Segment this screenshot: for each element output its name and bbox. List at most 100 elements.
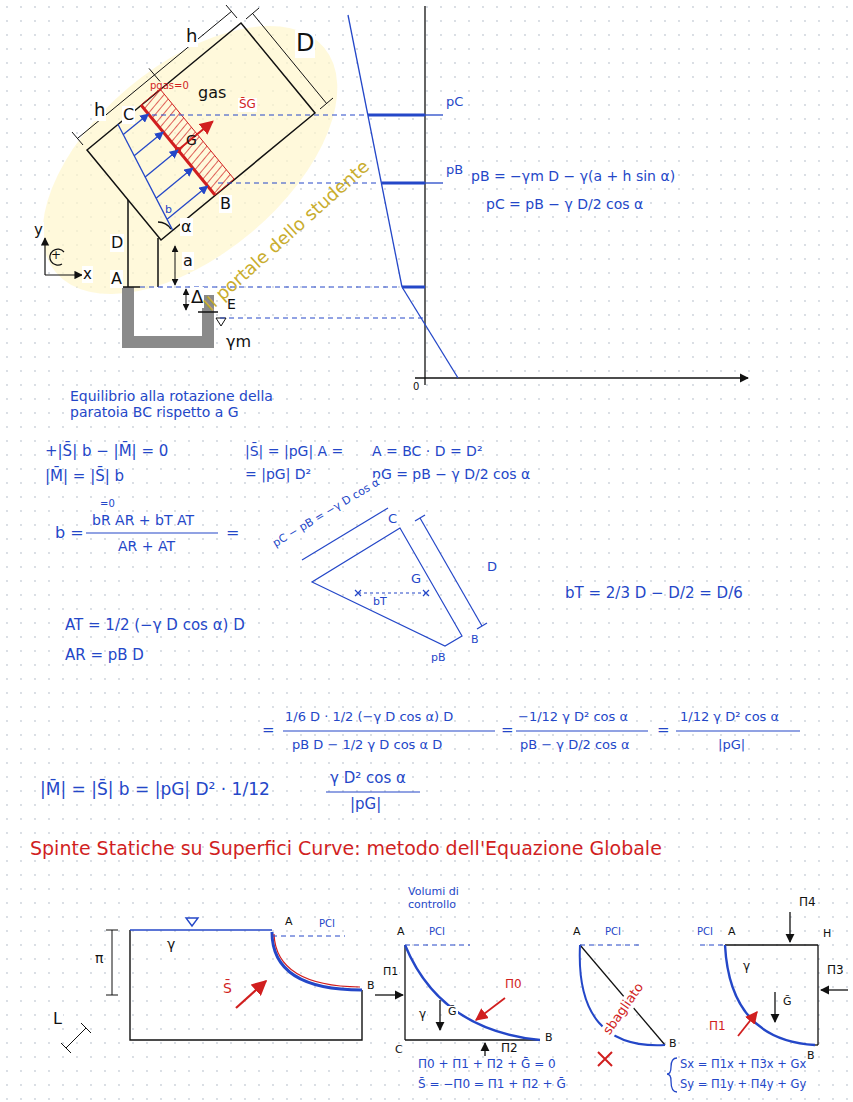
axes-symbol: [45, 238, 82, 275]
note-text: = |pG| D²: [245, 466, 311, 482]
note-text: gas: [198, 84, 226, 102]
pressure-diagram: [152, 115, 366, 116]
note-text: γ: [418, 1008, 427, 1022]
pressure-diagram: [140, 287, 400, 288]
control-volume: [439, 1000, 440, 1030]
curved-tank: [81, 1023, 91, 1033]
control-volume: [774, 992, 775, 1022]
watermark: Il portale dello studente: [200, 156, 374, 315]
curved-tank: [61, 918, 362, 1053]
dimension-lines: [253, 14, 327, 104]
pressure-diagram: [348, 15, 402, 287]
control-volume: [476, 998, 505, 1020]
note-text: B: [219, 195, 232, 213]
note-text: =: [226, 524, 239, 542]
note-text: Spinte Statiche su Superfici Curve: meto…: [30, 838, 662, 860]
dimension-lines: [72, 5, 333, 145]
control-volume: [815, 1044, 818, 1045]
pressure-diagram: [368, 114, 425, 117]
pressure-diagram: [415, 377, 748, 378]
note-text: A: [284, 916, 294, 929]
control-volume: [405, 945, 540, 1040]
control-volume: [725, 945, 815, 1045]
note-text: −1/12 γ D² cos α: [518, 710, 628, 725]
note-text: Sx = Π̄1x + Π̄3x + Gx: [680, 1058, 806, 1071]
note-text: =0: [100, 498, 115, 510]
dimension-lines: [320, 98, 333, 109]
note-text: Π̄2: [500, 1042, 519, 1056]
watermark-blob: [0, 0, 385, 345]
note-text: B: [470, 634, 480, 647]
note-text: S̄G: [238, 98, 257, 112]
trapezoid-sketch: [312, 528, 462, 646]
note-text: pC − pB = −γ D cos α: [270, 476, 383, 551]
pressure-arrows: [156, 168, 193, 198]
note-text: Π̄1: [382, 966, 399, 979]
note-text: pB: [445, 163, 464, 178]
note-text: +|S̄| b − |M̄| = 0: [45, 443, 168, 460]
note-text: π: [94, 950, 104, 966]
control-volume: [404, 945, 405, 1040]
control-volume-wrong: [580, 945, 665, 1045]
note-text: PCI: [318, 918, 336, 930]
control-volume: [700, 912, 848, 1045]
note-text: =: [501, 722, 514, 739]
note-text: Π̄0: [504, 978, 523, 992]
pressure-arrows: [118, 114, 208, 230]
note-text: +: [51, 249, 61, 263]
pressure-diagram: [402, 287, 458, 378]
note-text: h: [185, 26, 198, 47]
note-text: pC = pB − γ D/2 cos α: [485, 196, 644, 212]
dimension-lines: [246, 8, 259, 19]
note-text: b: [165, 204, 172, 217]
note-text: S̄: [222, 980, 233, 996]
axes-symbol: [45, 274, 82, 275]
note-text: A: [572, 926, 582, 939]
note-text: A = BC · D = D²: [372, 443, 483, 459]
note-text: bR AR + bT AT: [92, 512, 194, 528]
note-text: PCI: [428, 926, 446, 938]
note-text: =: [657, 722, 670, 739]
note-text: Ḡ: [447, 1006, 458, 1019]
note-text: C: [122, 106, 135, 124]
pressure-arrows: [145, 150, 178, 177]
trapezoid-sketch: [302, 508, 487, 646]
note-text: |S̄| = |pG| A =: [245, 443, 343, 459]
note-text: 1/6 D · 1/2 (−γ D cos α) D: [285, 710, 453, 725]
note-text: B: [366, 980, 376, 993]
note-text: D: [295, 30, 315, 58]
note-text: Sy = Π̄1y + Π̄4y + Gy: [680, 1078, 806, 1091]
note-text: H: [822, 928, 832, 941]
note-text: |pG|: [718, 738, 745, 753]
pressure-diagram: [425, 114, 443, 115]
note-text: C: [394, 1044, 404, 1057]
note-text: Π̄0 + Π̄1 + Π̄2 + Ḡ = 0: [418, 1058, 556, 1072]
note-text: C: [387, 512, 398, 527]
note-text: 1/12 γ D² cos α: [680, 710, 779, 725]
pressure-arrows: [167, 186, 208, 219]
control-volume-wrong: [580, 945, 665, 1045]
note-text: γ D² cos α: [330, 770, 406, 787]
fraction-bars: [676, 730, 800, 731]
fraction-bars: [326, 791, 420, 792]
note-text: A: [727, 926, 737, 939]
control-volume: [738, 1012, 757, 1036]
curved-tank: [272, 936, 345, 937]
control-volume: [700, 945, 725, 946]
note-text: Equilibrio alla rotazione della paratoia…: [70, 388, 300, 420]
pressure-arrows: [134, 132, 163, 156]
control-volume-wrong: [580, 945, 640, 946]
tank-figure: [127, 200, 129, 287]
curved-tank: [130, 929, 272, 930]
pressure-arrows: [118, 124, 173, 230]
note-text: pB: [430, 652, 447, 665]
curved-tank: [272, 932, 362, 990]
note-text: pG = pB − γ D/2 cos α: [372, 466, 530, 482]
note-text: B: [544, 1032, 554, 1045]
curved-tank: [61, 1043, 71, 1053]
control-volume: [484, 1043, 485, 1056]
note-text: S̄ = −Π̄0 = Π̄1 + Π̄2 + Ḡ: [418, 1078, 566, 1092]
note-text: B: [806, 1050, 816, 1063]
note-text: b =: [55, 524, 84, 542]
